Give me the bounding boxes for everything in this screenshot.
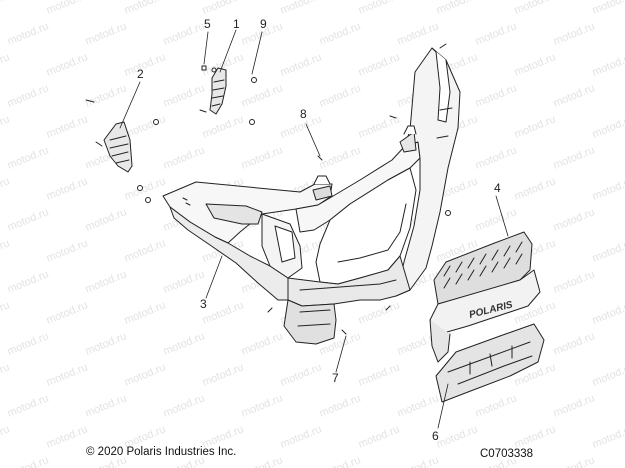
callout-5: 5 <box>204 17 211 31</box>
lower-air-dam <box>435 323 545 403</box>
callout-2: 2 <box>137 67 144 81</box>
diagram-code: C0703338 <box>480 448 534 460</box>
front-grille: POLARIS <box>429 231 541 363</box>
callout-3: 3 <box>200 297 207 311</box>
leader-lines <box>119 29 509 429</box>
callout-6: 6 <box>432 429 439 443</box>
callout-1: 1 <box>233 17 240 31</box>
callout-8: 8 <box>300 107 307 121</box>
vent-insert <box>209 67 227 115</box>
callout-4: 4 <box>494 181 501 195</box>
front-bumper-fascia <box>162 47 461 345</box>
left-side-vent <box>95 121 133 173</box>
copyright-text: © 2020 Polaris Industries Inc. <box>86 446 237 458</box>
fasteners <box>85 43 451 335</box>
callout-7: 7 <box>332 371 339 385</box>
callout-9: 9 <box>260 17 267 31</box>
